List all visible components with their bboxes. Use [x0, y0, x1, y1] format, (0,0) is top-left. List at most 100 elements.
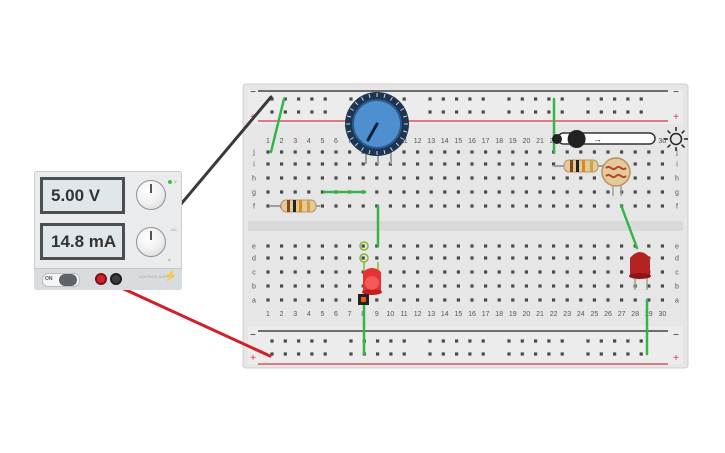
- breadboard-hole[interactable]: [470, 176, 474, 180]
- breadboard-hole[interactable]: [534, 110, 538, 114]
- breadboard-hole[interactable]: [402, 244, 406, 248]
- breadboard-hole[interactable]: [579, 190, 583, 194]
- breadboard-hole[interactable]: [349, 97, 353, 101]
- breadboard-hole[interactable]: [348, 204, 352, 208]
- breadboard-hole[interactable]: [320, 190, 324, 194]
- breadboard-hole[interactable]: [524, 150, 528, 154]
- breadboard-hole[interactable]: [511, 190, 515, 194]
- led-red-left[interactable]: [358, 241, 382, 305]
- breadboard-hole[interactable]: [443, 204, 447, 208]
- breadboard-hole[interactable]: [266, 176, 270, 180]
- power-supply[interactable]: 5.00 V 14.8 mA V CC A ON VOLTAGE SUPPLY …: [34, 171, 182, 290]
- power-switch[interactable]: ON: [42, 273, 80, 287]
- breadboard-hole[interactable]: [349, 352, 353, 356]
- breadboard-hole[interactable]: [497, 150, 501, 154]
- top-power-rail[interactable]: [248, 90, 683, 124]
- breadboard-hole[interactable]: [484, 244, 488, 248]
- breadboard-hole[interactable]: [456, 176, 460, 180]
- breadboard-hole[interactable]: [524, 162, 528, 166]
- breadboard-hole[interactable]: [375, 162, 379, 166]
- breadboard-hole[interactable]: [310, 339, 314, 343]
- breadboard-hole[interactable]: [599, 110, 603, 114]
- breadboard-hole[interactable]: [323, 97, 327, 101]
- breadboard-hole[interactable]: [456, 204, 460, 208]
- breadboard-hole[interactable]: [348, 244, 352, 248]
- breadboard-hole[interactable]: [606, 298, 610, 302]
- breadboard-hole[interactable]: [620, 298, 624, 302]
- breadboard-hole[interactable]: [626, 339, 630, 343]
- green-wire-6[interactable]: [619, 203, 639, 250]
- breadboard-hole[interactable]: [606, 270, 610, 274]
- breadboard-hole[interactable]: [293, 284, 297, 288]
- breadboard-hole[interactable]: [524, 256, 528, 260]
- breadboard-hole[interactable]: [402, 270, 406, 274]
- breadboard-hole[interactable]: [660, 256, 664, 260]
- breadboard-hole[interactable]: [538, 284, 542, 288]
- breadboard-hole[interactable]: [468, 97, 472, 101]
- breadboard-hole[interactable]: [280, 190, 284, 194]
- breadboard-hole[interactable]: [481, 97, 485, 101]
- breadboard-hole[interactable]: [497, 162, 501, 166]
- breadboard-hole[interactable]: [470, 150, 474, 154]
- breadboard-hole[interactable]: [481, 110, 485, 114]
- breadboard-hole[interactable]: [429, 270, 433, 274]
- breadboard-hole[interactable]: [534, 339, 538, 343]
- breadboard-hole[interactable]: [470, 244, 474, 248]
- breadboard-hole[interactable]: [402, 204, 406, 208]
- breadboard-hole[interactable]: [266, 190, 270, 194]
- breadboard-hole[interactable]: [497, 256, 501, 260]
- breadboard-hole[interactable]: [613, 110, 617, 114]
- breadboard-hole[interactable]: [320, 176, 324, 180]
- breadboard-hole[interactable]: [280, 256, 284, 260]
- breadboard-hole[interactable]: [470, 190, 474, 194]
- negative-terminal[interactable]: [110, 273, 122, 285]
- breadboard-hole[interactable]: [280, 150, 284, 154]
- breadboard-hole[interactable]: [456, 298, 460, 302]
- breadboard-hole[interactable]: [389, 352, 393, 356]
- breadboard-hole[interactable]: [388, 284, 392, 288]
- breadboard-hole[interactable]: [348, 150, 352, 154]
- breadboard-hole[interactable]: [511, 150, 515, 154]
- breadboard-hole[interactable]: [497, 204, 501, 208]
- breadboard-hole[interactable]: [429, 256, 433, 260]
- breadboard-hole[interactable]: [511, 176, 515, 180]
- breadboard-hole[interactable]: [388, 298, 392, 302]
- breadboard-hole[interactable]: [520, 110, 524, 114]
- breadboard-hole[interactable]: [416, 256, 420, 260]
- breadboard-hole[interactable]: [266, 204, 270, 208]
- breadboard-hole[interactable]: [586, 97, 590, 101]
- breadboard-hole[interactable]: [307, 176, 311, 180]
- breadboard-hole[interactable]: [334, 298, 338, 302]
- breadboard-hole[interactable]: [402, 339, 406, 343]
- breadboard-hole[interactable]: [293, 244, 297, 248]
- breadboard-hole[interactable]: [416, 298, 420, 302]
- breadboard-hole[interactable]: [416, 162, 420, 166]
- breadboard-hole[interactable]: [307, 284, 311, 288]
- breadboard-hole[interactable]: [511, 256, 515, 260]
- breadboard-hole[interactable]: [524, 176, 528, 180]
- breadboard-hole[interactable]: [511, 204, 515, 208]
- breadboard-hole[interactable]: [283, 110, 287, 114]
- breadboard-hole[interactable]: [416, 190, 420, 194]
- breadboard-hole[interactable]: [647, 162, 651, 166]
- potentiometer[interactable]: [345, 92, 409, 164]
- breadboard-hole[interactable]: [565, 150, 569, 154]
- breadboard-hole[interactable]: [626, 352, 630, 356]
- breadboard-hole[interactable]: [552, 190, 556, 194]
- breadboard-hole[interactable]: [266, 162, 270, 166]
- breadboard-hole[interactable]: [606, 204, 610, 208]
- breadboard-hole[interactable]: [547, 110, 551, 114]
- led-red-right[interactable]: [629, 252, 651, 290]
- light-slider[interactable]: →: [552, 127, 688, 151]
- breadboard-hole[interactable]: [456, 284, 460, 288]
- breadboard-hole[interactable]: [293, 298, 297, 302]
- breadboard-hole[interactable]: [579, 256, 583, 260]
- breadboard-hole[interactable]: [349, 339, 353, 343]
- breadboard-hole[interactable]: [443, 190, 447, 194]
- breadboard-hole[interactable]: [270, 352, 274, 356]
- breadboard-hole[interactable]: [552, 176, 556, 180]
- breadboard-hole[interactable]: [348, 176, 352, 180]
- breadboard-hole[interactable]: [429, 284, 433, 288]
- breadboard-hole[interactable]: [443, 298, 447, 302]
- breadboard-hole[interactable]: [660, 150, 664, 154]
